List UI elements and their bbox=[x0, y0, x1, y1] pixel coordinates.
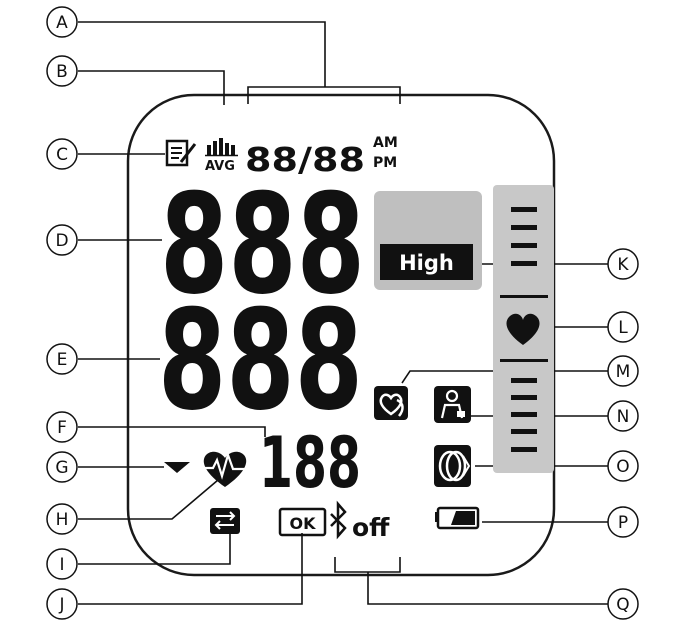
callout-label-f: F bbox=[57, 418, 67, 438]
callout-j: J bbox=[46, 588, 78, 620]
callout-label-a: A bbox=[56, 13, 68, 33]
am-label: AM bbox=[373, 135, 398, 151]
callout-a: A bbox=[46, 6, 78, 38]
callout-f: F bbox=[46, 411, 78, 443]
callout-label-k: K bbox=[617, 255, 629, 275]
callout-c: C bbox=[46, 138, 78, 170]
callout-i: I bbox=[46, 548, 78, 580]
callout-p: P bbox=[607, 506, 639, 538]
callout-label-q: Q bbox=[616, 595, 629, 615]
high-badge bbox=[380, 244, 473, 280]
callout-e: E bbox=[46, 343, 78, 375]
callout-label-h: H bbox=[56, 510, 69, 530]
pulse-digits: 188 bbox=[259, 422, 361, 504]
high-label: High bbox=[399, 251, 454, 275]
classification-bar-segments bbox=[500, 207, 548, 452]
irregular-heartbeat-icon bbox=[374, 386, 408, 420]
callout-label-m: M bbox=[616, 362, 631, 382]
cuff-position-icon bbox=[434, 386, 471, 423]
ok-label: OK bbox=[290, 514, 317, 533]
memory-icon bbox=[165, 139, 197, 167]
callout-label-e: E bbox=[57, 350, 68, 370]
systolic-digits: 888 bbox=[160, 164, 365, 325]
callout-b: B bbox=[46, 55, 78, 87]
ok-frame bbox=[278, 507, 327, 537]
callout-label-b: B bbox=[56, 62, 68, 82]
callout-n: N bbox=[607, 400, 639, 432]
callout-label-c: C bbox=[56, 145, 68, 165]
avg-label: AVG bbox=[205, 159, 235, 174]
average-bars-icon bbox=[205, 138, 238, 157]
callout-label-l: L bbox=[618, 318, 628, 338]
callout-label-j: J bbox=[58, 595, 64, 615]
transfer-icon bbox=[210, 508, 240, 534]
battery-icon bbox=[435, 506, 480, 530]
diastolic-digits: 888 bbox=[158, 280, 363, 441]
callout-label-i: I bbox=[59, 555, 64, 575]
callout-label-p: P bbox=[618, 513, 628, 533]
callout-q: Q bbox=[607, 588, 639, 620]
arrow-marker-icon bbox=[164, 462, 190, 473]
bluetooth-icon bbox=[330, 500, 347, 540]
callout-l: L bbox=[607, 311, 639, 343]
heart-icon bbox=[506, 313, 540, 345]
cuff-wrap-icon bbox=[434, 445, 471, 487]
callout-label-d: D bbox=[55, 231, 68, 251]
date-time-digits: 88/88 bbox=[245, 140, 365, 179]
callout-d: D bbox=[46, 224, 78, 256]
off-label: off bbox=[352, 513, 390, 542]
callout-h: H bbox=[46, 503, 78, 535]
callout-label-n: N bbox=[617, 407, 630, 427]
pm-label: PM bbox=[373, 155, 397, 171]
callout-o: O bbox=[607, 450, 639, 482]
pulse-heart-icon bbox=[201, 451, 250, 487]
callout-k: K bbox=[607, 248, 639, 280]
callout-label-o: O bbox=[616, 457, 629, 477]
callout-label-g: G bbox=[55, 458, 68, 478]
callout-g: G bbox=[46, 451, 78, 483]
callout-m: M bbox=[607, 355, 639, 387]
